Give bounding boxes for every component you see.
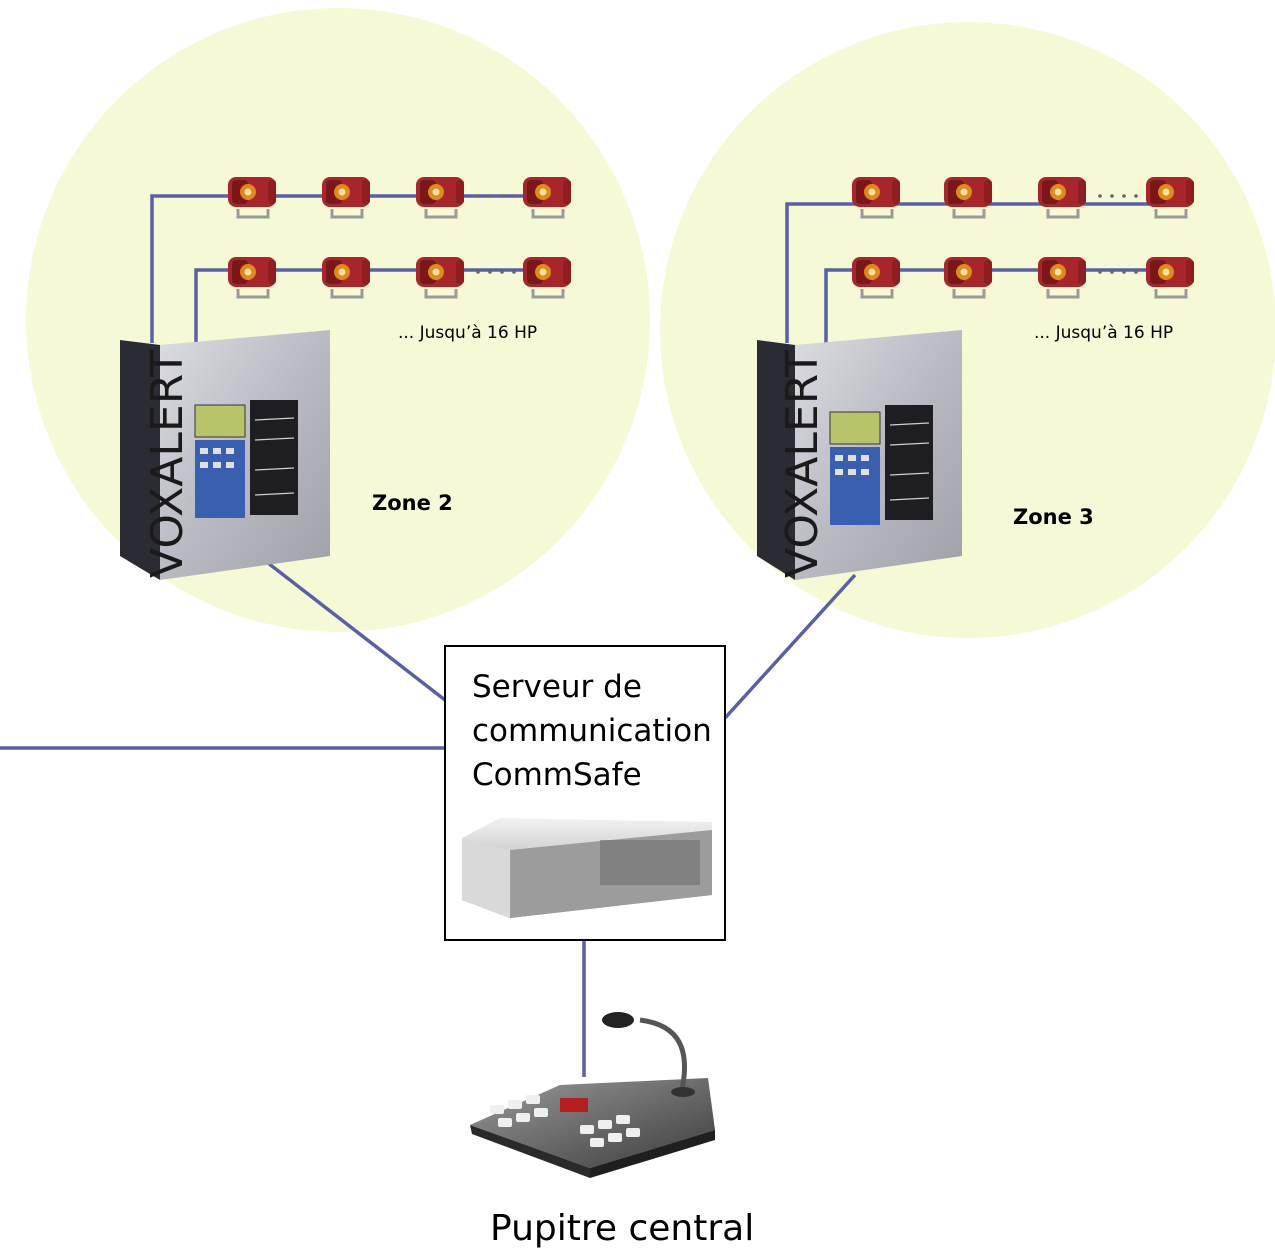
cabinet-brand-label: VOXALERT <box>777 350 828 578</box>
rack-server-icon <box>462 818 712 918</box>
server-label-line-3: CommSafe <box>472 757 642 793</box>
zone-3-hp-note: ... Jusqu’à 16 HP <box>1034 323 1173 343</box>
server-label-line-2: communication <box>472 713 712 749</box>
microphone-console-icon <box>470 1012 715 1178</box>
zone-2-hp-note: ... Jusqu’à 16 HP <box>398 323 537 343</box>
zone-2-speakers <box>226 175 573 299</box>
server-label-line-1: Serveur de <box>472 669 642 705</box>
zone-3-label: Zone 3 <box>1013 505 1094 529</box>
zone-3-area <box>660 22 1275 638</box>
zone-2-label: Zone 2 <box>372 491 453 515</box>
voxalert-cabinet-icon: VOXALERT <box>757 330 962 580</box>
ellipsis-dots <box>476 194 516 274</box>
zone-2-area <box>26 8 650 632</box>
wiring <box>0 194 1168 1077</box>
ellipsis-dots <box>1098 194 1138 274</box>
commsafe-server: Serveur de communication CommSafe <box>444 645 726 941</box>
zone-3-speakers <box>850 175 1196 299</box>
console-label: Pupitre central <box>490 1208 754 1249</box>
cabinet-brand-label: VOXALERT <box>142 350 193 578</box>
voxalert-cabinet-icon: VOXALERT <box>120 330 330 580</box>
